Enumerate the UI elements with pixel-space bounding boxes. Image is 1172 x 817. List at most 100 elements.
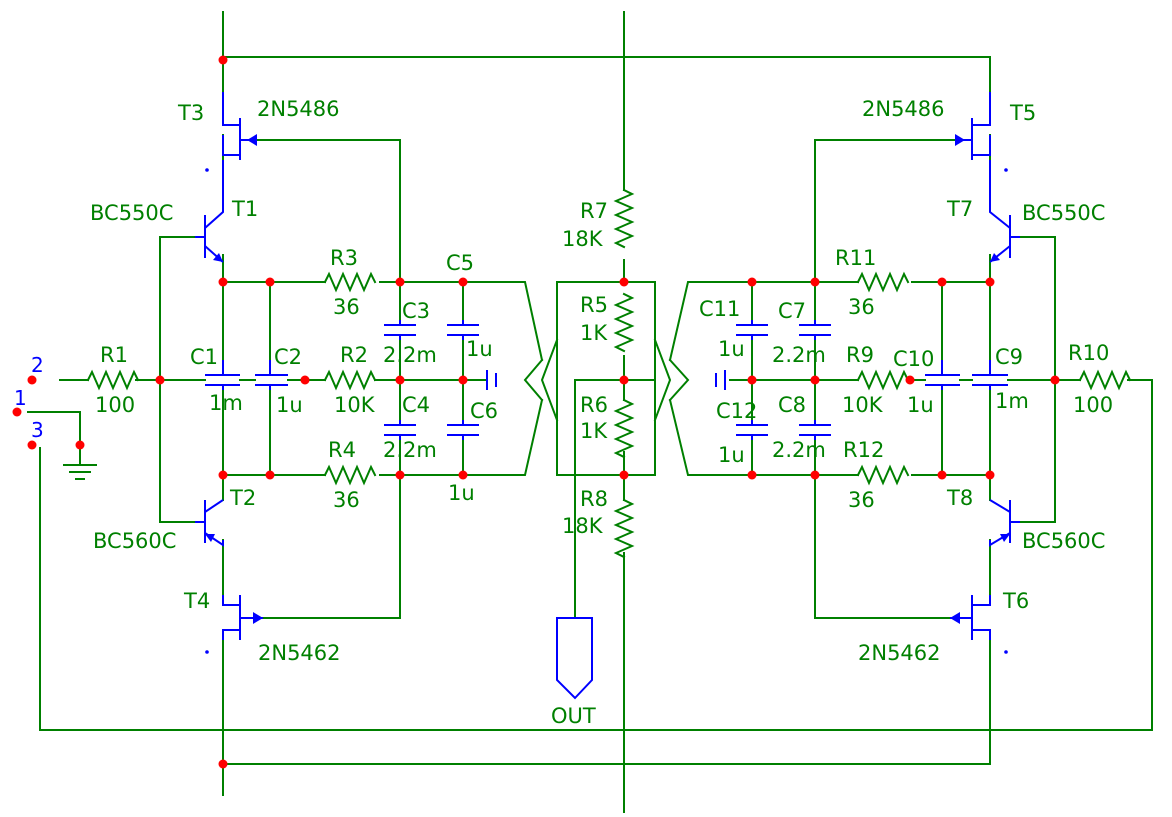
- resistor-r9: [856, 369, 910, 391]
- resistor-r4: [323, 464, 377, 486]
- t7-ref: T7: [946, 197, 973, 221]
- pin-label-1: 1: [14, 386, 27, 410]
- r6-ref: R6: [580, 393, 608, 417]
- c5-ref: C5: [446, 251, 474, 275]
- resistor-r2: [323, 369, 377, 391]
- r11-value: 36: [848, 295, 875, 319]
- transistor-t5: [955, 92, 991, 160]
- t5-ref: T5: [1009, 101, 1036, 125]
- c10-value: 1u: [907, 393, 934, 417]
- transistor-t4: [222, 595, 263, 640]
- resistor-r12: [856, 464, 910, 486]
- transistor-t6: [950, 595, 991, 640]
- resistor-r3: [323, 271, 377, 293]
- t7-part: BC550C: [1022, 201, 1105, 225]
- c8-value: 2.2m: [772, 438, 826, 462]
- t3-ref: T3: [177, 101, 204, 125]
- capacitor-c5: [447, 320, 479, 340]
- c12-value: 1u: [718, 443, 745, 467]
- c8-ref: C8: [778, 393, 806, 417]
- t6-part: 2N5462: [858, 641, 941, 665]
- capacitor-c12: [736, 420, 768, 440]
- r5-ref: R5: [580, 293, 608, 317]
- resistor-r1: [86, 369, 140, 391]
- resistor-r11: [856, 271, 910, 293]
- capacitor-c7: [799, 320, 831, 340]
- transistor-t7: [989, 160, 1020, 263]
- capacitor-c2: [255, 360, 288, 390]
- t4-part: 2N5462: [258, 641, 341, 665]
- capacitor-c10: [925, 360, 960, 390]
- pin-label-3: 3: [31, 418, 44, 442]
- r2-ref: R2: [340, 343, 368, 367]
- junctions: [12, 55, 1060, 769]
- transistor-t3: [222, 92, 257, 160]
- capacitor-c9: [972, 360, 1008, 390]
- r1-value: 100: [95, 393, 135, 417]
- resistor-r8: [613, 498, 635, 559]
- c6-ref: C6: [470, 399, 498, 423]
- r12-value: 36: [848, 488, 875, 512]
- bias-stub-right-icon: [715, 370, 726, 390]
- r1-ref: R1: [100, 343, 128, 367]
- resistors: [86, 188, 1132, 559]
- c5-value: 1u: [466, 337, 493, 361]
- c2-ref: C2: [274, 345, 302, 369]
- capacitor-c6: [447, 420, 479, 440]
- r3-ref: R3: [330, 246, 358, 270]
- capacitor-c8: [799, 420, 831, 440]
- bias-stub-left-icon: [486, 370, 497, 390]
- c2-value: 1u: [276, 393, 303, 417]
- r3-value: 36: [333, 295, 360, 319]
- r7-ref: R7: [580, 199, 608, 223]
- c9-ref: C9: [995, 345, 1023, 369]
- pin-label-2: 2: [31, 353, 44, 377]
- c4-value: 2.2m: [383, 438, 437, 462]
- r11-ref: R11: [835, 246, 876, 270]
- transistor-t2: [195, 499, 224, 547]
- t3-part: 2N5486: [257, 97, 340, 121]
- c3-value: 2.2m: [383, 343, 437, 367]
- r6-value: 1K: [580, 419, 608, 443]
- r9-ref: R9: [846, 343, 874, 367]
- c3-ref: C3: [402, 299, 430, 323]
- capacitor-c11: [736, 320, 768, 340]
- t2-part: BC560C: [93, 529, 176, 553]
- r7-value: 18K: [562, 227, 604, 251]
- c11-value: 1u: [718, 337, 745, 361]
- resistor-r7: [613, 188, 635, 249]
- t2-ref: T2: [229, 486, 256, 510]
- t8-ref: T8: [946, 486, 973, 510]
- c1-ref: C1: [190, 345, 218, 369]
- output-label: OUT: [551, 704, 596, 728]
- t4-ref: T4: [183, 589, 210, 613]
- r9-value: 10K: [842, 393, 884, 417]
- t8-part: BC560C: [1022, 529, 1105, 553]
- c10-ref: C10: [893, 347, 934, 371]
- labels: 1 2 3 R1 100 C1 1m C2 1u R2 10K R3 36 R4…: [14, 97, 1113, 728]
- r2-value: 10K: [334, 393, 376, 417]
- c7-ref: C7: [778, 299, 806, 323]
- resistor-r6: [613, 398, 635, 459]
- transistor-t1: [195, 160, 224, 263]
- t1-part: BC550C: [90, 201, 173, 225]
- r10-ref: R10: [1068, 341, 1109, 365]
- capacitor-c4: [384, 420, 416, 440]
- t5-part: 2N5486: [862, 97, 945, 121]
- output-connector-icon: [556, 617, 593, 700]
- capacitor-c1: [205, 360, 240, 390]
- c6-value: 1u: [448, 481, 475, 505]
- wires: [27, 11, 1153, 813]
- transistors: [195, 92, 1020, 654]
- c7-value: 2.2m: [772, 343, 826, 367]
- resistor-r10: [1078, 369, 1132, 391]
- r4-value: 36: [333, 488, 360, 512]
- transistor-t8: [989, 499, 1020, 547]
- c12-ref: C12: [716, 399, 757, 423]
- r8-value: 18K: [562, 514, 604, 538]
- r5-value: 1K: [580, 321, 608, 345]
- t1-ref: T1: [231, 197, 258, 221]
- capacitors: [205, 320, 1008, 440]
- resistor-r5: [613, 292, 635, 353]
